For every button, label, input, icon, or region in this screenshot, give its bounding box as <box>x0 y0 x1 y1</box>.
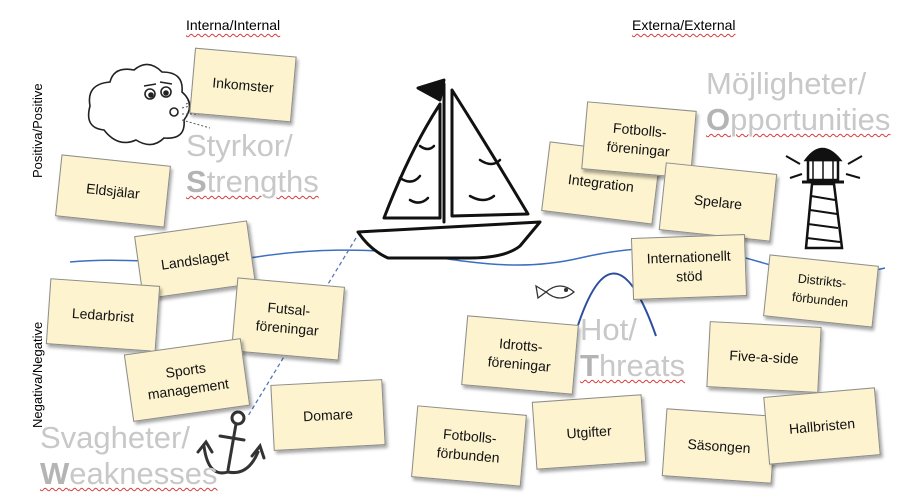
opportunities-line2: Opportunities <box>706 102 890 138</box>
note-sports-line2: management <box>146 375 230 403</box>
note-five-a-side[interactable]: Five-a-side <box>706 321 822 393</box>
note-spelare[interactable]: Spelare <box>658 162 778 242</box>
threats-rest: hreats <box>598 348 686 383</box>
note-landslaget-label: Landslaget <box>159 246 230 273</box>
weaknesses-title: Svagheter/ Weaknesses <box>40 420 217 492</box>
weaknesses-rest: eaknesses <box>69 456 218 491</box>
note-idrotts-line1: Idrotts- <box>498 335 544 355</box>
external-header: Externa/External <box>632 17 736 33</box>
note-utgifter[interactable]: Utgifter <box>531 394 647 470</box>
note-idrotts-label: Idrotts-föreningar <box>487 333 553 376</box>
note-futsal-label: Futsal-föreningar <box>255 297 321 340</box>
note-futsal[interactable]: Futsal-föreningar <box>230 277 346 361</box>
note-fotbollsforeningar-line2: föreningar <box>606 138 671 160</box>
note-ledarbrist[interactable]: Ledarbrist <box>45 278 161 352</box>
internal-header-text: Interna/Internal <box>186 17 281 33</box>
sailboat-icon <box>356 78 542 260</box>
note-idrotts-line2: föreningar <box>487 353 552 375</box>
internal-header: Interna/Internal <box>186 17 280 33</box>
note-sports-line1: Sports <box>164 359 207 381</box>
note-fotbollsforbunden-line2: förbunden <box>436 444 501 466</box>
note-eldsjalar-label: Eldsjälar <box>85 179 141 202</box>
note-distriktsforbunden[interactable]: Distrikts-förbunden <box>763 254 879 328</box>
note-fotbollsforbunden-line1: Fotbolls- <box>442 425 498 447</box>
strengths-line2: Strengths <box>186 164 319 200</box>
threats-line2: Threats <box>580 348 685 384</box>
threats-title: Hot/ Threats <box>580 312 685 384</box>
note-fotbollsforeningar-line1: Fotbolls- <box>612 119 668 141</box>
note-domare-label: Domare <box>302 405 354 424</box>
note-sasongen-label: Säsongen <box>687 435 752 456</box>
lighthouse-icon <box>785 147 863 250</box>
wind-cloud-icon <box>87 63 216 146</box>
weaknesses-line1: Svagheter/ <box>40 420 190 455</box>
note-sasongen[interactable]: Säsongen <box>661 408 777 484</box>
note-fotbollsforbunden-label: Fotbolls-förbunden <box>436 424 502 467</box>
note-spelare-label: Spelare <box>693 191 743 212</box>
note-domare[interactable]: Domare <box>270 379 386 451</box>
note-idrottsforeningar[interactable]: Idrotts-föreningar <box>461 315 579 395</box>
opportunities-initial: O <box>706 102 731 137</box>
note-futsal-line2: föreningar <box>255 317 320 339</box>
threats-initial: T <box>580 348 599 383</box>
note-inkomster[interactable]: Inkomster <box>189 47 297 123</box>
note-fotbollsforbunden[interactable]: Fotbolls-förbunden <box>411 405 527 487</box>
note-futsal-line1: Futsal- <box>266 299 311 319</box>
note-distrikts-label: Distrikts-förbunden <box>791 269 851 313</box>
strengths-rest: trengths <box>206 164 319 199</box>
fish-icon <box>535 284 575 300</box>
note-five-a-side-label: Five-a-side <box>729 346 800 367</box>
strengths-line1: Styrkor/ <box>186 128 293 163</box>
threat-arc <box>573 272 657 339</box>
strengths-title: Styrkor/ Strengths <box>186 128 319 200</box>
anchor-icon <box>196 410 266 475</box>
note-inkomster-label: Inkomster <box>211 73 275 96</box>
note-distrikts-line2: förbunden <box>791 290 849 310</box>
weaknesses-line2: Weaknesses <box>40 456 217 492</box>
note-distrikts-line1: Distrikts- <box>797 271 847 291</box>
strengths-initial: S <box>186 164 207 199</box>
threats-line1: Hot/ <box>580 312 637 347</box>
note-internationellt-line2: stöd <box>675 267 703 285</box>
opportunities-line1: Möjligheter/ <box>706 66 867 101</box>
note-fotbollsforeningar-label: Fotbolls-föreningar <box>606 118 672 161</box>
note-ledarbrist-label: Ledarbrist <box>71 304 135 325</box>
opportunities-rest: pportunities <box>730 102 891 137</box>
opportunities-title: Möjligheter/ Opportunities <box>706 66 890 138</box>
note-eldsjalar[interactable]: Eldsjälar <box>55 154 171 228</box>
external-header-text: Externa/External <box>632 17 736 33</box>
positive-axis-label: Positiva/Positive <box>30 83 45 178</box>
negative-axis-label: Negativa/Negative <box>30 321 45 428</box>
note-hallbristen[interactable]: Hallbristen <box>763 387 881 465</box>
weaknesses-initial: W <box>40 456 70 491</box>
note-hallbristen-label: Hallbristen <box>788 414 856 437</box>
note-internationellt-line1: Internationellt <box>646 247 731 267</box>
note-integration-label: Integration <box>567 170 635 195</box>
note-utgifter-label: Utgifter <box>565 421 613 442</box>
